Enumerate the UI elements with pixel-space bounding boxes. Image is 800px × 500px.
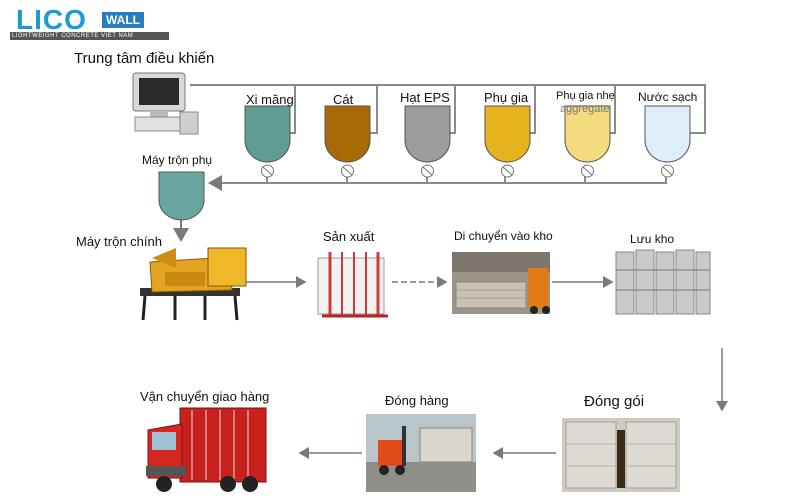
logo-brand: LICO — [16, 4, 87, 35]
label-to-warehouse: Di chuyển vào kho — [454, 229, 553, 243]
label-sand: Cát — [333, 92, 354, 107]
label-light-additive: Phụ gia nhẹ — [556, 90, 615, 102]
control-lines — [190, 84, 706, 134]
logo-wall: WALL — [102, 12, 144, 28]
aux-mixer-tank — [158, 171, 205, 242]
delivery-truck — [146, 407, 267, 492]
label-loading: Đóng hàng — [385, 393, 449, 408]
hopper-eps — [404, 105, 451, 178]
packing-photo — [562, 418, 680, 492]
label-storage: Lưu kho — [630, 232, 675, 246]
production-molds — [317, 252, 388, 318]
logo-tagline: LIGHTWEIGHT CONCRETE VIET NAM — [10, 32, 169, 40]
hopper-cement — [244, 105, 291, 178]
label-eps: Hạt EPS — [400, 90, 450, 105]
warehouse-move-photo — [452, 252, 550, 314]
label-clean-water: Nước sạch — [638, 90, 698, 104]
hopper-sand — [324, 105, 371, 178]
label-production: Sản xuất — [323, 229, 375, 244]
label-cement: Xi măng — [246, 92, 294, 107]
hopper-light-additive — [564, 105, 611, 178]
hopper-additive — [484, 105, 531, 178]
label-packing: Đóng gói — [584, 393, 645, 410]
label-aggregate: aggregate — [560, 103, 610, 115]
storage-stacks — [615, 249, 711, 315]
label-aux-mixer: Máy trộn phụ — [142, 153, 213, 167]
main-mixer-machine — [140, 247, 247, 321]
label-delivery: Vận chuyển giao hàng — [140, 389, 270, 404]
hopper-water — [644, 105, 691, 178]
discharge-line — [208, 165, 667, 191]
label-additive: Phụ gia — [484, 90, 529, 105]
loading-photo — [366, 414, 476, 492]
computer-icon — [132, 72, 199, 135]
label-control-center: Trung tâm điều khiển — [74, 50, 215, 67]
company-logo: LICO WALL LIGHTWEIGHT CONCRETE VIET NAM — [6, 4, 169, 44]
label-main-mixer: Máy trộn chính — [76, 234, 162, 249]
